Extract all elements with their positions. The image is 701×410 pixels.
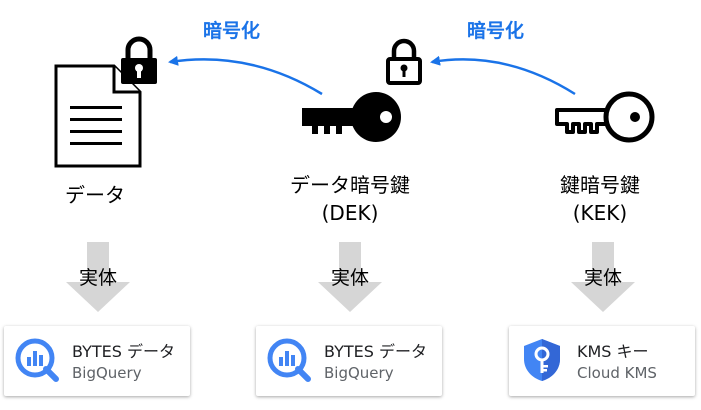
encrypt-arrow-dek-to-data xyxy=(168,55,323,96)
bigquery-icon xyxy=(267,338,311,382)
encrypt-label-left: 暗号化 xyxy=(203,20,261,42)
impl-label-left: 実体 xyxy=(78,267,117,289)
bigquery-card-dek: BYTES データ BigQuery xyxy=(256,326,442,396)
encrypt-label-right: 暗号化 xyxy=(467,20,525,42)
key-outline-icon xyxy=(555,91,655,143)
bigquery-icon xyxy=(15,338,59,382)
document-icon xyxy=(54,64,142,168)
kek-label: 鍵暗号鍵 xyxy=(560,173,640,197)
data-label: データ xyxy=(65,183,125,207)
bigquery-card: BYTES データ BigQuery xyxy=(4,326,190,396)
impl-label-middle: 実体 xyxy=(330,267,369,289)
card-title: KMS キー xyxy=(577,342,649,361)
card-subtitle: BigQuery xyxy=(324,364,394,382)
impl-label-right: 実体 xyxy=(583,267,622,289)
dek-label: データ暗号鍵 xyxy=(290,173,410,197)
card-title: BYTES データ xyxy=(72,342,176,361)
key-icon xyxy=(302,92,401,142)
cloud-kms-icon xyxy=(524,339,560,381)
card-subtitle: Cloud KMS xyxy=(577,364,657,382)
encrypt-arrow-kek-to-dek xyxy=(430,55,576,96)
card-title: BYTES データ xyxy=(324,342,428,361)
card-subtitle: BigQuery xyxy=(72,364,142,382)
lock-icon xyxy=(121,36,157,84)
dek-sublabel: (DEK) xyxy=(321,201,379,225)
cloud-kms-card: KMS キー Cloud KMS xyxy=(509,326,695,396)
lock-outline-icon xyxy=(386,38,422,85)
kek-sublabel: (KEK) xyxy=(572,201,628,225)
